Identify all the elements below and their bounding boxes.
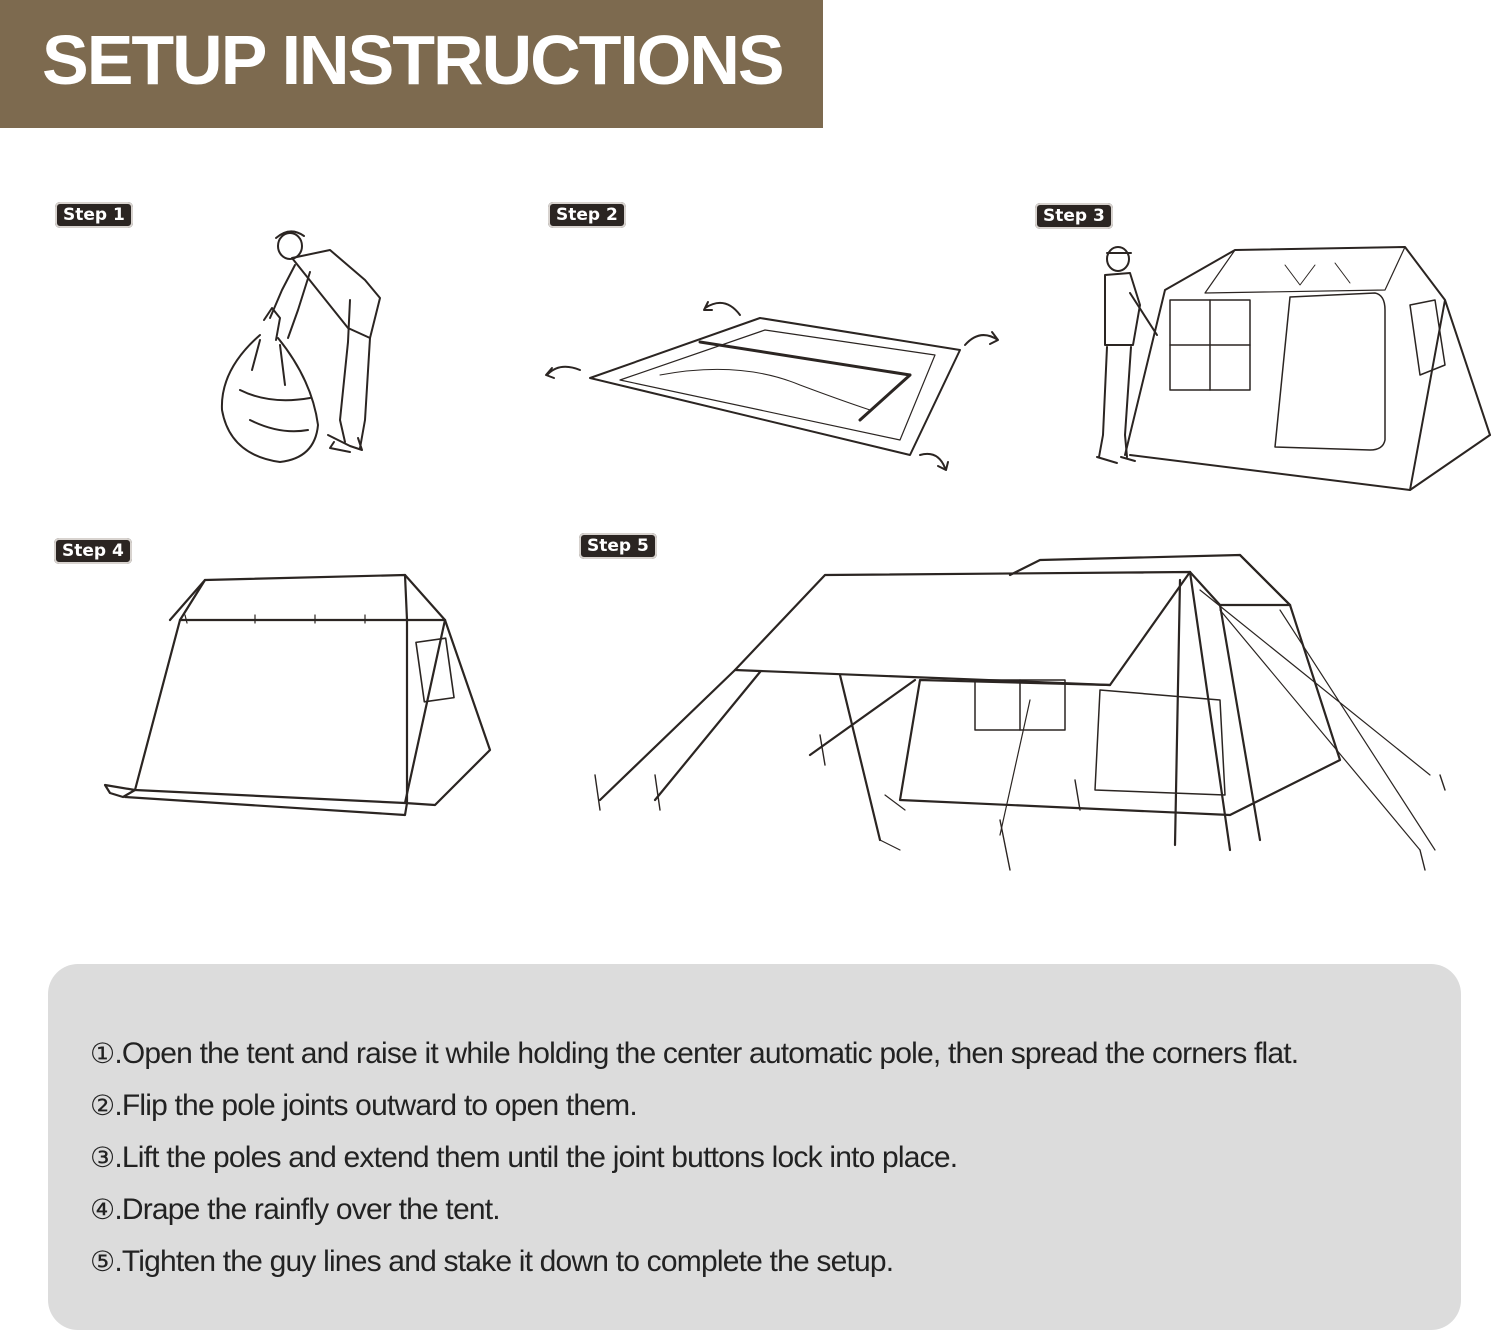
instruction-4: ④.Drape the rainfly over the tent. [90,1192,501,1228]
instruction-3: ③.Lift the poles and extend them until t… [90,1140,958,1176]
step-3-badge: Step 3 [1035,203,1113,229]
instruction-3-number: ③ [90,1141,115,1174]
instruction-5-text: .Tighten the guy lines and stake it down… [114,1245,894,1278]
instruction-1-text: .Open the tent and raise it while holdin… [114,1037,1299,1070]
step-2-illustration [540,290,1010,480]
step-5-badge: Step 5 [579,533,657,559]
step-2-badge: Step 2 [548,202,626,228]
step-5-illustration [580,550,1460,890]
instruction-5-number: ⑤ [90,1245,115,1278]
instructions-panel [48,964,1461,1330]
page-title: SETUP INSTRUCTIONS [42,21,785,99]
instruction-1-number: ① [90,1037,115,1070]
instruction-4-number: ④ [90,1193,115,1226]
instruction-2: ②.Flip the pole joints outward to open t… [90,1088,638,1124]
step-1-badge: Step 1 [55,202,133,228]
instruction-2-number: ② [90,1089,115,1122]
instruction-5: ⑤.Tighten the guy lines and stake it dow… [90,1244,894,1280]
step-4-illustration [95,565,505,835]
instruction-2-text: .Flip the pole joints outward to open th… [114,1089,637,1122]
instruction-3-text: .Lift the poles and extend them until th… [114,1141,958,1174]
header-banner: SETUP INSTRUCTIONS [0,0,823,128]
instruction-1: ①.Open the tent and raise it while holdi… [90,1036,1299,1072]
step-4-badge: Step 4 [54,538,132,564]
instruction-4-text: .Drape the rainfly over the tent. [114,1193,500,1226]
step-1-illustration [200,220,400,480]
step-3-illustration [1085,235,1495,495]
